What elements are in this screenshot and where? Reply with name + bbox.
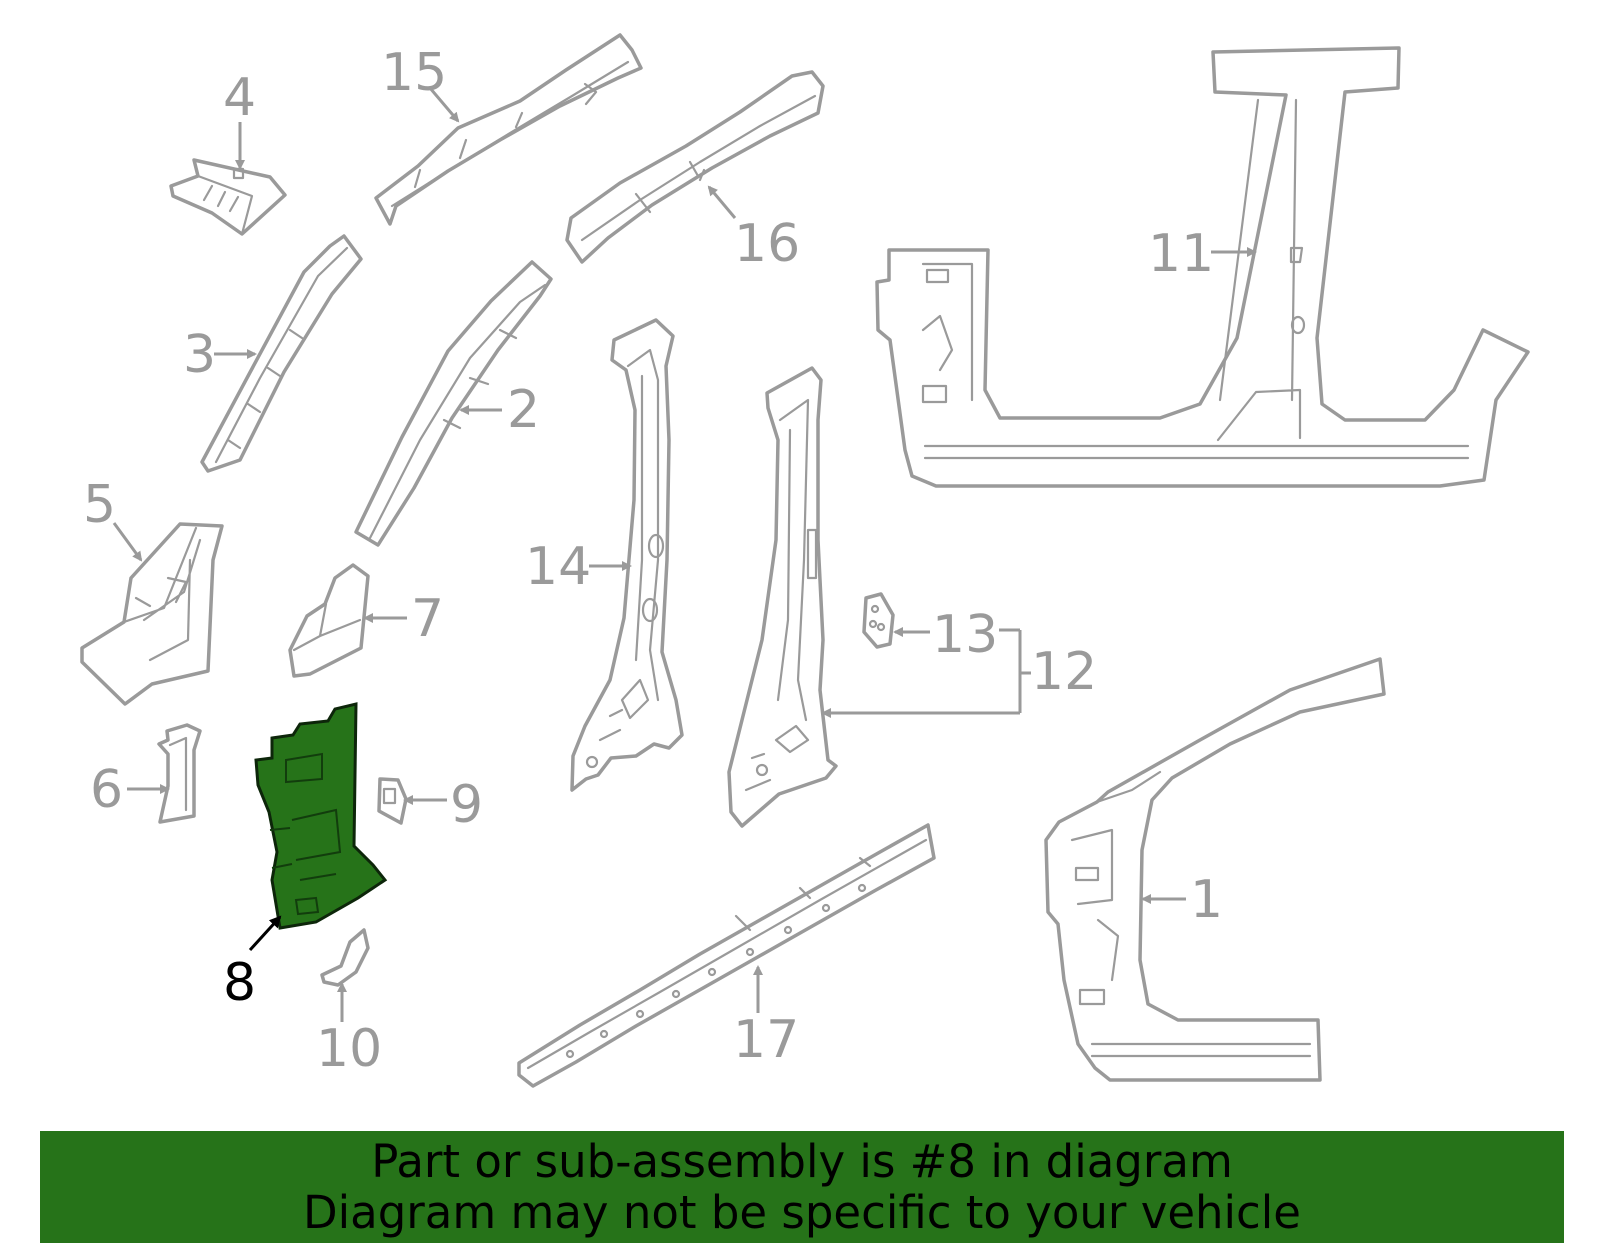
part-17-rocker-reinforcement[interactable]: [517, 823, 936, 1088]
callout-10: 10: [316, 982, 382, 1079]
svg-text:4: 4: [223, 68, 256, 128]
banner-line-2: Diagram may not be specific to your vehi…: [303, 1186, 1301, 1239]
part-15-roof-rail-reinforcement[interactable]: [374, 33, 643, 226]
callout-1: 1: [1141, 870, 1223, 930]
svg-text:14: 14: [525, 537, 591, 597]
callout-11: 11: [1148, 224, 1257, 284]
part-1-body-side-outer[interactable]: [1044, 657, 1386, 1082]
part-11-body-side-inner[interactable]: [875, 46, 1530, 488]
callout-12: 12: [821, 628, 1097, 718]
svg-text:16: 16: [734, 214, 800, 274]
svg-text:2: 2: [507, 380, 540, 440]
callout-7: 7: [363, 589, 444, 649]
callout-2: 2: [459, 380, 540, 440]
svg-text:12: 12: [1031, 642, 1097, 702]
svg-text:6: 6: [90, 760, 123, 820]
part-2-pillar-inner[interactable]: [354, 260, 553, 547]
part-5-hinge-pillar-reinforcement[interactable]: [80, 522, 224, 706]
part-7-bracket[interactable]: [288, 563, 370, 678]
svg-text:10: 10: [316, 1019, 382, 1079]
part-12-center-pillar-outer[interactable]: [727, 366, 838, 828]
part-9-clip[interactable]: [377, 777, 408, 825]
svg-text:3: 3: [183, 325, 216, 385]
callout-5: 5: [83, 475, 143, 562]
part-16-roof-rail-inner[interactable]: [565, 70, 825, 264]
callout-15: 15: [381, 43, 460, 123]
info-banner: Part or sub-assembly is #8 in diagram Di…: [40, 1131, 1564, 1243]
svg-text:17: 17: [733, 1010, 799, 1070]
callout-13: 13: [893, 605, 998, 665]
svg-text:5: 5: [83, 475, 116, 535]
svg-text:11: 11: [1148, 224, 1214, 284]
callout-14: 14: [525, 537, 632, 597]
callout-9: 9: [403, 775, 483, 835]
svg-text:15: 15: [381, 43, 447, 103]
svg-text:13: 13: [932, 605, 998, 665]
callout-16: 16: [707, 185, 800, 274]
callout-6: 6: [90, 760, 170, 820]
callout-8: 8: [223, 915, 282, 1013]
part-10-bracket[interactable]: [320, 928, 370, 987]
part-3-pillar-reinforcement[interactable]: [200, 234, 363, 473]
svg-text:7: 7: [411, 589, 444, 649]
part-8-highlighted-reinforcement[interactable]: [254, 702, 388, 930]
svg-text:8: 8: [223, 953, 256, 1013]
callout-3: 3: [183, 325, 257, 385]
part-14-center-pillar-inner[interactable]: [570, 318, 684, 792]
callout-17: 17: [733, 965, 799, 1070]
svg-text:9: 9: [450, 775, 483, 835]
callout-4: 4: [223, 68, 256, 170]
part-4-bracket[interactable]: [169, 158, 287, 236]
svg-text:1: 1: [1190, 870, 1223, 930]
banner-line-1: Part or sub-assembly is #8 in diagram: [371, 1135, 1233, 1188]
part-6-bracket[interactable]: [157, 723, 202, 824]
part-13-plate[interactable]: [862, 592, 895, 649]
